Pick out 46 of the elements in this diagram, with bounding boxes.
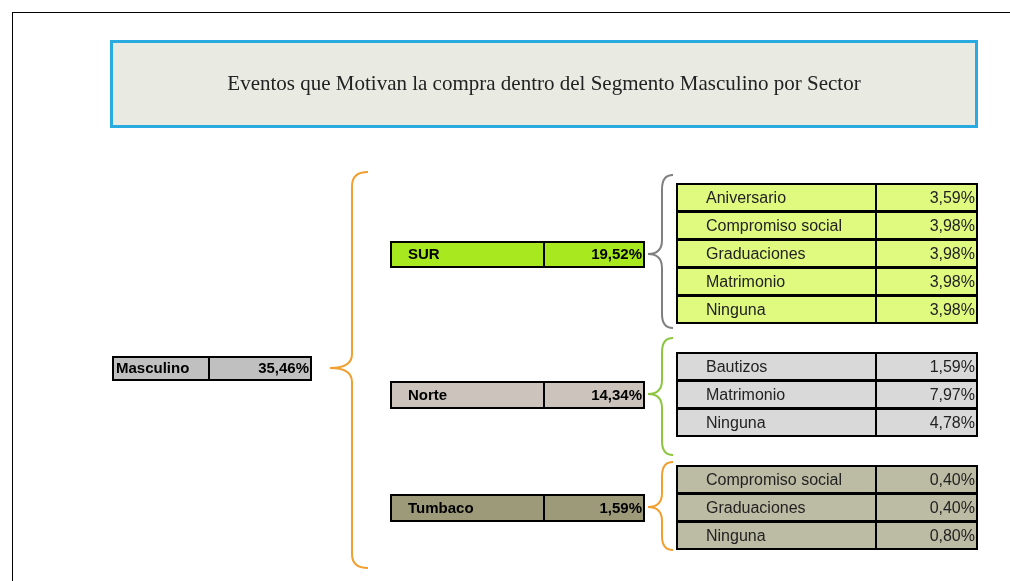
table-row xyxy=(390,381,645,409)
row-label: Masculino xyxy=(115,358,190,379)
percentage-value: 3,98% xyxy=(929,215,975,236)
percentage-value: 1,59% xyxy=(599,497,642,518)
percentage-value: 1,59% xyxy=(929,356,975,377)
percentage-value: 14,34% xyxy=(591,384,642,405)
table-row xyxy=(676,352,978,381)
row-label: Ninguna xyxy=(705,525,766,546)
percentage-value: 3,98% xyxy=(929,271,975,292)
table-row xyxy=(112,356,312,381)
row-label: Compromiso social xyxy=(705,469,843,490)
table-row xyxy=(390,241,645,268)
percentage-value: 3,98% xyxy=(929,299,975,320)
row-label: Ninguna xyxy=(705,412,766,433)
row-label: SUR xyxy=(407,244,440,265)
percentage-value: 19,52% xyxy=(591,244,642,265)
table-row xyxy=(676,408,978,437)
table-row xyxy=(676,239,978,268)
percentage-value: 0,40% xyxy=(929,497,975,518)
row-label: Graduaciones xyxy=(705,243,806,264)
table-row xyxy=(676,521,978,550)
table-row xyxy=(676,211,978,240)
table-row xyxy=(390,494,645,522)
table-row xyxy=(676,380,978,409)
row-label: Bautizos xyxy=(705,356,768,377)
row-label: Tumbaco xyxy=(407,497,474,518)
percentage-value: 3,59% xyxy=(929,187,975,208)
percentage-value: 0,80% xyxy=(929,525,975,546)
row-label: Compromiso social xyxy=(705,215,843,236)
percentage-value: 4,78% xyxy=(929,412,975,433)
row-label: Matrimonio xyxy=(705,384,786,405)
row-label: Norte xyxy=(407,384,448,405)
row-label: Ninguna xyxy=(705,299,766,320)
percentage-value: 3,98% xyxy=(929,243,975,264)
title: Eventos que Motivan la compra dentro del Segmento Masculino por Sector xyxy=(227,70,861,98)
table-row xyxy=(676,493,978,522)
table-row xyxy=(676,465,978,494)
percentage-value: 7,97% xyxy=(929,384,975,405)
table-row xyxy=(676,183,978,212)
table-row xyxy=(676,267,978,296)
table-row xyxy=(676,295,978,324)
row-label: Aniversario xyxy=(705,187,787,208)
percentage-value: 0,40% xyxy=(929,469,975,490)
row-label: Graduaciones xyxy=(705,497,806,518)
row-label: Matrimonio xyxy=(705,271,786,292)
percentage-value: 35,46% xyxy=(258,358,309,379)
